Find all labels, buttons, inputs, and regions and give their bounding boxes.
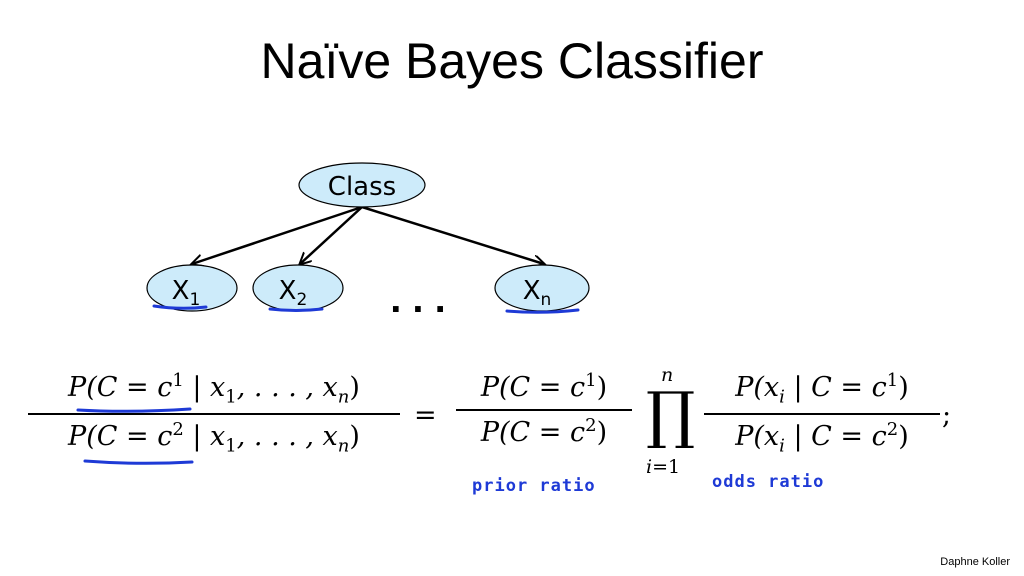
x1-underline <box>152 304 208 310</box>
class-node <box>298 162 426 208</box>
xn-node-label: Xn <box>523 276 552 310</box>
lhs-fraction: P(C = c1 | x1, . . . , xn) P(C = c2 | x1… <box>28 370 400 457</box>
xn-underline <box>505 308 580 314</box>
prior-ratio-annotation: prior ratio <box>472 476 596 496</box>
equals-sign: = <box>414 400 437 431</box>
slide-title: Naïve Bayes Classifier <box>260 33 764 89</box>
odds-denominator: P(xi | C = c2) <box>735 419 909 457</box>
odds-ratio-annotation: odds ratio <box>712 472 825 492</box>
odds-numerator: P(xi | C = c1) <box>735 370 909 408</box>
formula-underline-numerator <box>76 407 192 413</box>
formula-underline-denominator <box>83 459 194 465</box>
x1-node-label: X1 <box>172 276 201 310</box>
prior-numerator: P(C = c1) <box>480 370 608 403</box>
lhs-denominator: P(C = c2 | x1, . . . , xn) <box>68 419 360 457</box>
odds-fraction-bar <box>704 413 940 416</box>
author-credit: Daphne Koller <box>940 556 1010 568</box>
x2-underline <box>268 307 324 312</box>
edge-class-xn <box>361 205 544 264</box>
semicolon: ; <box>942 400 952 431</box>
product-upper-limit: n <box>661 364 674 386</box>
odds-fraction: P(xi | C = c1) P(xi | C = c2) <box>704 370 940 457</box>
product-lower-limit: i=1 <box>646 456 681 478</box>
prior-fraction-bar <box>456 409 632 411</box>
edge-class-x1 <box>192 205 363 264</box>
edge-class-x2 <box>300 206 363 264</box>
lhs-numerator: P(C = c1 | x1, . . . , xn) <box>68 370 360 408</box>
ellipsis: . . . <box>390 277 446 321</box>
product-symbol: ∏ <box>646 378 696 451</box>
prior-fraction: P(C = c1) P(C = c2) <box>456 370 632 448</box>
prior-denominator: P(C = c2) <box>480 415 608 448</box>
lhs-fraction-bar <box>28 413 400 416</box>
class-node-label: Class <box>328 172 396 202</box>
x1-node <box>146 264 238 312</box>
x2-node-label: X2 <box>279 276 308 310</box>
